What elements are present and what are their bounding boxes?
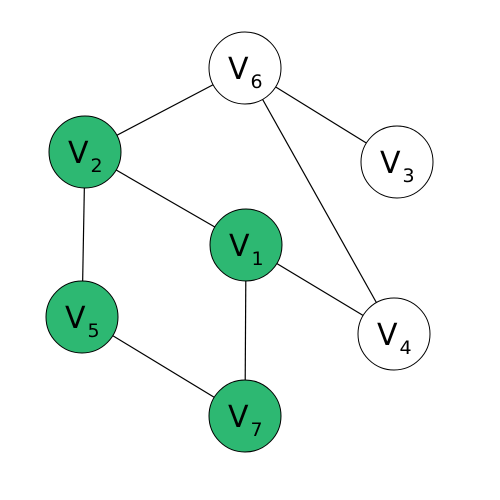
node-subscript: 2 xyxy=(91,155,103,177)
edge-v6-v4 xyxy=(244,67,395,335)
node-letter: V xyxy=(68,136,89,171)
node-subscript: 4 xyxy=(400,337,412,359)
node-letter: V xyxy=(65,301,86,336)
node-subscript: 3 xyxy=(403,165,415,187)
node-circle-v6 xyxy=(208,31,282,105)
node-circle-v2 xyxy=(48,115,122,189)
node-circle-v4 xyxy=(357,297,431,371)
node-circle-v1 xyxy=(209,208,283,282)
node-subscript: 6 xyxy=(251,71,263,93)
node-letter: V xyxy=(228,400,249,435)
node-letter: V xyxy=(229,229,250,264)
node-letter: V xyxy=(380,146,401,181)
node-letter: V xyxy=(377,318,398,353)
node-subscript: 5 xyxy=(88,320,100,342)
node-subscript: 7 xyxy=(251,419,263,441)
node-circle-v3 xyxy=(360,125,434,199)
node-subscript: 1 xyxy=(252,248,264,270)
node-circle-v5 xyxy=(45,280,119,354)
node-circle-v7 xyxy=(208,379,282,453)
node-letter: V xyxy=(228,52,249,87)
